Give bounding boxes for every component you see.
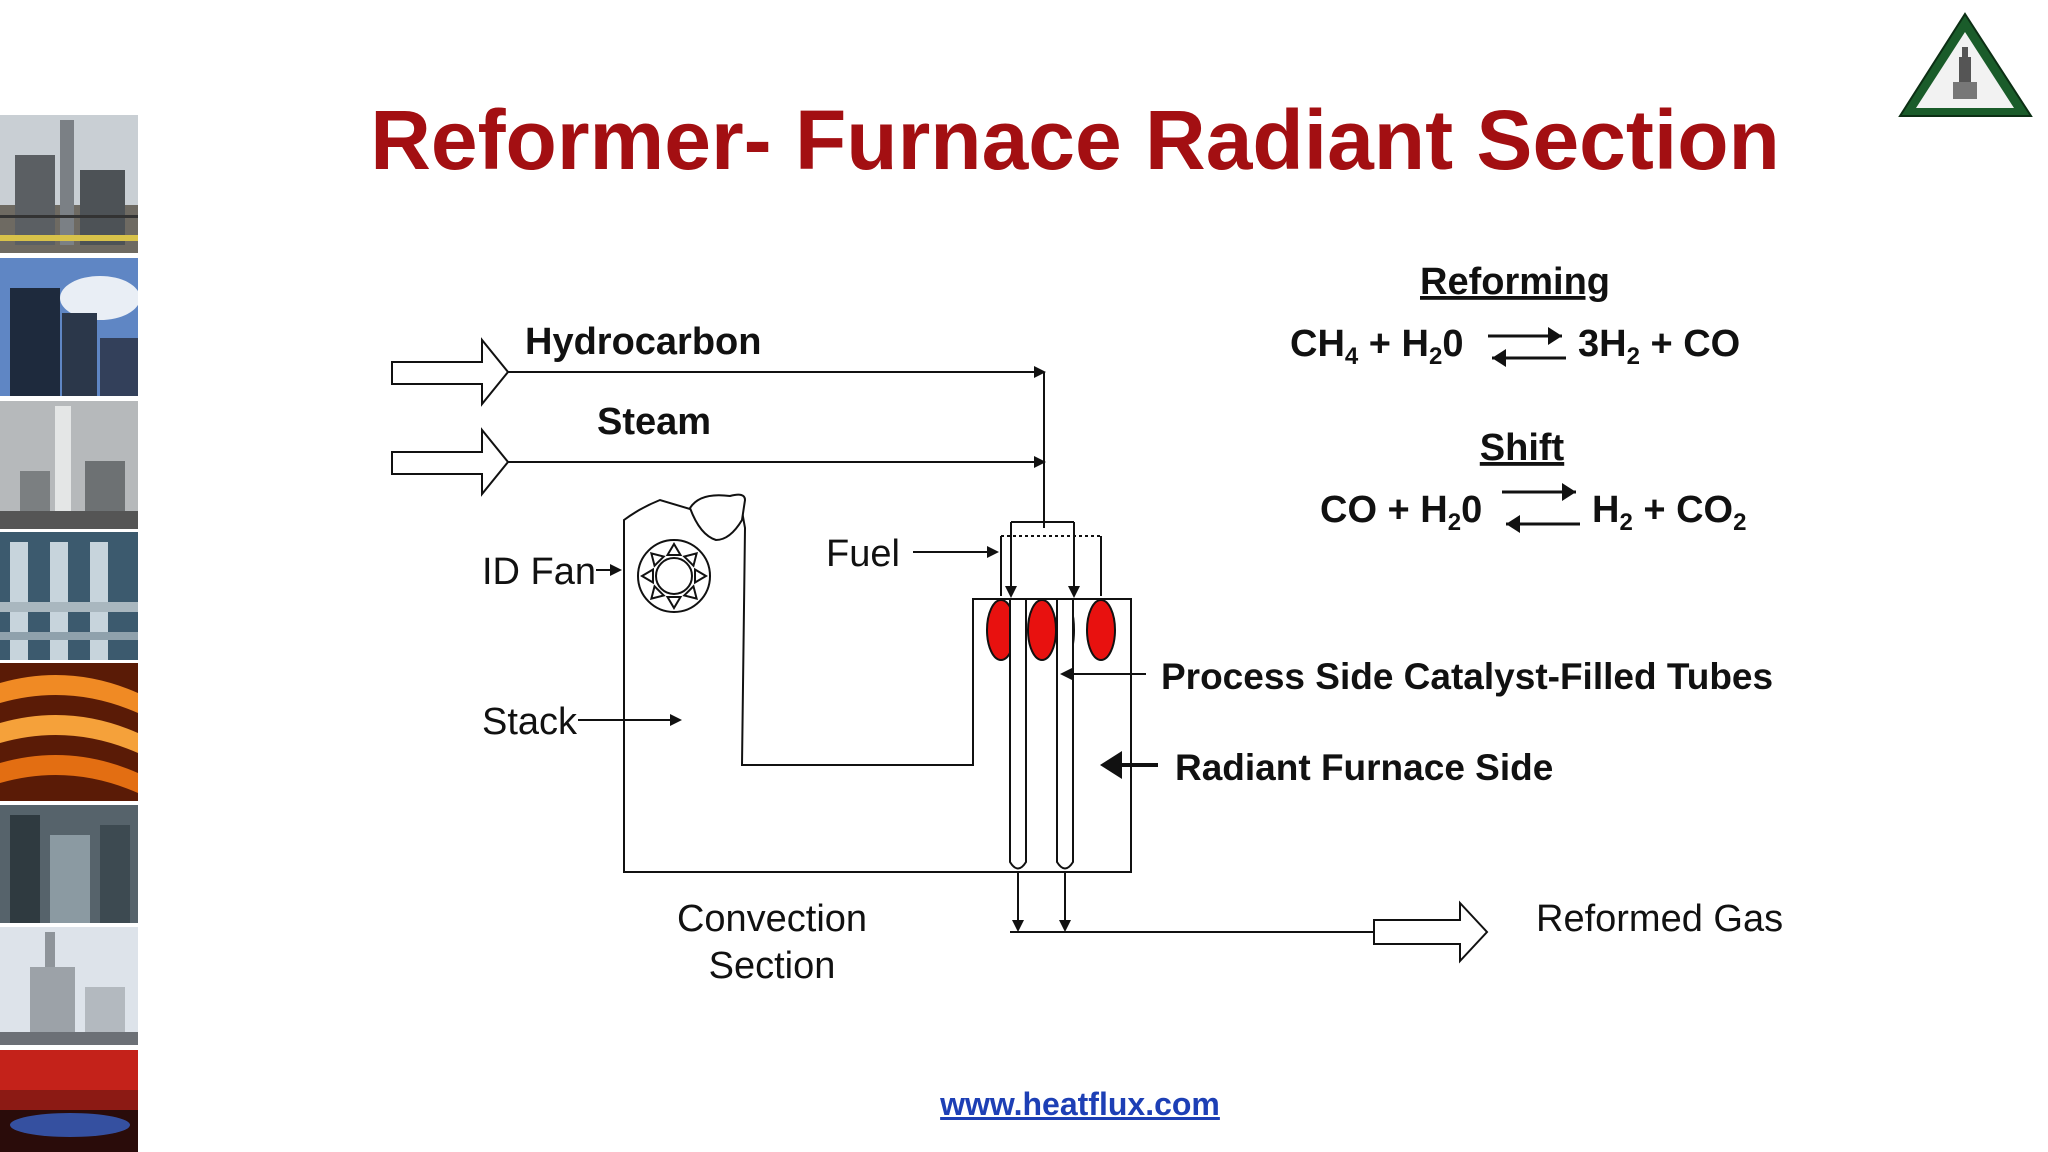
- fan-blade: [640, 567, 654, 585]
- shift-lhs-end: 0: [1461, 489, 1482, 531]
- process-piping-photo: [0, 532, 138, 660]
- distillation-column-photo: [0, 401, 138, 529]
- fan-blade: [649, 551, 666, 568]
- burner-flame: [1027, 599, 1057, 661]
- reforming-reaction: Reforming CH4 + H20 3H2 + CO: [1290, 261, 1740, 370]
- svg-text:H2 + CO2: H2 + CO2: [1592, 489, 1746, 536]
- shift-lhs-a-sub: 2: [1448, 509, 1461, 536]
- reforming-lhs-plus: + H: [1358, 323, 1429, 365]
- footer-website-link[interactable]: www.heatflux.com: [940, 1086, 1220, 1122]
- reforming-heading: Reforming: [1420, 261, 1610, 303]
- radiant-pointer: [1100, 751, 1158, 779]
- equilibrium-arrow-icon: [1488, 327, 1566, 367]
- catalyst-tubes-label: Process Side Catalyst-Filled Tubes: [1161, 656, 1773, 697]
- svg-text:3H2 + CO: 3H2 + CO: [1578, 323, 1740, 370]
- shift-rhs-a: H: [1592, 489, 1619, 531]
- reforming-rhs-a-sub: 2: [1627, 343, 1640, 370]
- shift-rhs-a-sub: 2: [1619, 509, 1632, 536]
- fan-blade: [649, 584, 666, 601]
- fan-blade: [682, 551, 699, 568]
- shift-lhs-a: CO + H: [1320, 489, 1448, 531]
- reforming-lhs-b-sub: 2: [1429, 343, 1442, 370]
- hydrocarbon-feed-arrow: [391, 337, 510, 407]
- radiant-furnace-label: Radiant Furnace Side: [1175, 747, 1553, 788]
- reforming-lhs-end: 0: [1442, 323, 1463, 365]
- reforming-rhs-end: + CO: [1640, 323, 1740, 365]
- fuel-label: Fuel: [826, 533, 900, 575]
- fan-blade: [682, 584, 699, 601]
- hot-furnace-tubes-photo: [0, 663, 138, 801]
- company-logo: [1898, 12, 2033, 120]
- reforming-rhs-a: 3H: [1578, 323, 1627, 365]
- fan-blade: [665, 596, 683, 610]
- process-unit-photo: [0, 805, 138, 923]
- reformed-gas-outlet: [1010, 872, 1489, 964]
- reformed-gas-label: Reformed Gas: [1536, 898, 1783, 940]
- steam-label: Steam: [597, 401, 711, 443]
- burner-flame: [1086, 599, 1116, 661]
- reforming-lhs-a: CH: [1290, 323, 1345, 365]
- stack-top: [688, 493, 747, 542]
- furnace-stack-photo: [0, 258, 138, 396]
- slide-title: Reformer- Furnace Radiant Section: [370, 93, 1780, 187]
- catalyst-tubes: [1009, 600, 1074, 870]
- id-fan-icon: [637, 539, 711, 613]
- stack-label: Stack: [482, 701, 578, 743]
- convection-label-line2: Section: [709, 945, 836, 987]
- photo-strip: [0, 115, 138, 1152]
- shift-rhs-b-sub: 2: [1733, 509, 1746, 536]
- fan-blade: [694, 567, 708, 585]
- convection-label-line1: Convection: [677, 898, 867, 940]
- fan-blade: [665, 542, 683, 556]
- steam-feed-arrow: [391, 427, 510, 497]
- hydrocarbon-label: Hydrocarbon: [525, 321, 761, 363]
- fuel-header: [1000, 521, 1102, 598]
- equilibrium-arrow-icon: [1502, 483, 1580, 533]
- reformer-tower-photo: [0, 927, 138, 1045]
- burner-flames: [986, 599, 1116, 661]
- shift-heading: Shift: [1480, 427, 1565, 469]
- id-fan-label: ID Fan: [482, 551, 596, 593]
- flame-photo: [0, 1050, 138, 1152]
- svg-text:CH4 + H20: CH4 + H20: [1290, 323, 1464, 370]
- refinery-tower-photo: [0, 115, 138, 253]
- svg-text:CO + H20: CO + H20: [1320, 489, 1482, 536]
- reforming-lhs-a-sub: 4: [1345, 343, 1359, 370]
- shift-reaction: Shift CO + H20 H2 + CO2: [1320, 427, 1746, 536]
- shift-rhs-mid: + CO: [1633, 489, 1733, 531]
